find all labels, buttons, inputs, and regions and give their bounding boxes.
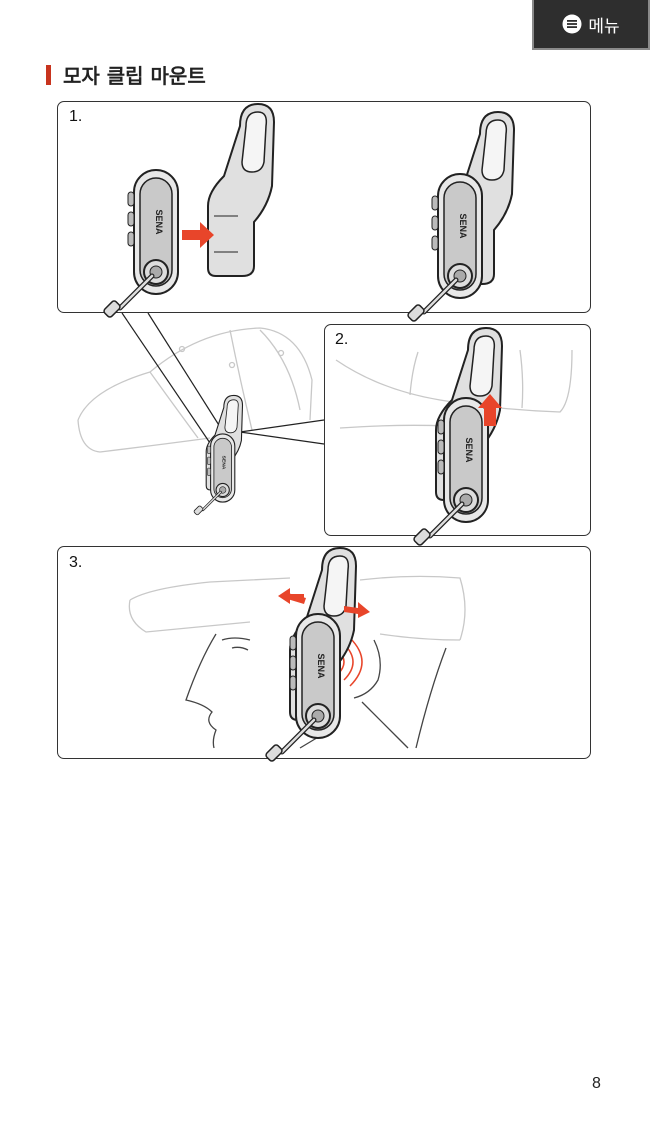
menu-label: 메뉴 <box>588 16 620 37</box>
section-title: 모자 클립 마운트 <box>63 64 206 88</box>
menu-button[interactable]: 메뉴 <box>532 0 650 50</box>
section-heading: 모자 클립 마운트 <box>46 60 206 89</box>
cap-illustration <box>77 327 313 453</box>
step-3-number: 3. <box>69 554 83 571</box>
heading-accent-bar <box>46 64 51 85</box>
step-2-panel <box>324 324 591 536</box>
headset-illustration <box>103 170 178 318</box>
step-1-panel <box>57 101 591 313</box>
step-2-number: 2. <box>335 331 349 348</box>
arrow-up-icon <box>478 394 502 426</box>
menu-icon <box>562 14 582 34</box>
arrow-right-icon <box>182 222 214 248</box>
clip-illustration <box>207 103 275 277</box>
page-number: 8 <box>592 1075 601 1092</box>
step-1-number: 1. <box>69 108 83 125</box>
arrow-right-icon <box>344 602 370 618</box>
step-3-panel <box>57 546 591 759</box>
